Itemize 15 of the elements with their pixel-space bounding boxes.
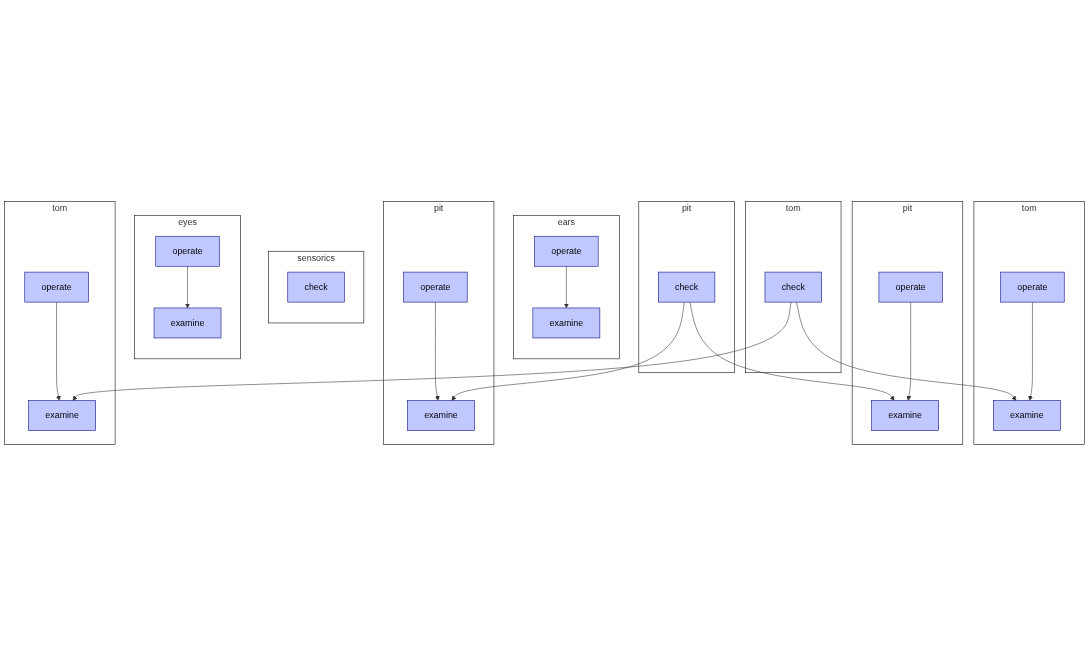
node-box: operate xyxy=(1000,271,1065,302)
node-box: examine xyxy=(153,307,222,338)
node-box: examine xyxy=(993,399,1061,431)
node-box: operate xyxy=(155,235,220,267)
node-box: operate xyxy=(534,235,599,267)
node-box: check xyxy=(658,271,716,302)
node-box: examine xyxy=(871,399,939,431)
node-box: examine xyxy=(532,307,601,338)
node-box: examine xyxy=(28,399,96,431)
node-box: examine xyxy=(407,399,475,431)
node-box: operate xyxy=(403,271,468,302)
node-box: check xyxy=(287,271,345,302)
node-box: check xyxy=(764,271,822,302)
node-box: operate xyxy=(24,271,89,302)
node-box: operate xyxy=(878,271,943,302)
